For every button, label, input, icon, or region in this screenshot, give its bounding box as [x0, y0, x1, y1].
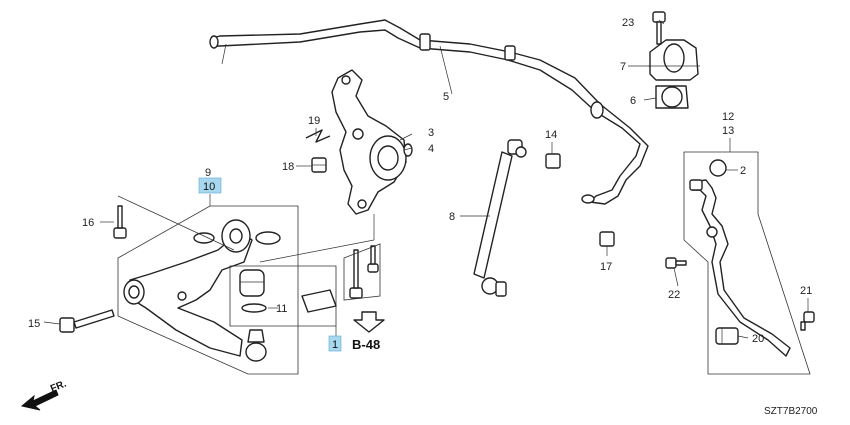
front-arrow-icon: [20, 389, 59, 411]
callout-23: 23: [622, 17, 634, 29]
stabilizer-bar: [209, 19, 649, 205]
steering-knuckle: [331, 69, 413, 215]
leader-lines: [43, 19, 809, 339]
callout-8: 8: [449, 211, 455, 223]
callout-18: 18: [282, 161, 294, 173]
callout-9: 9: [205, 167, 211, 179]
callout-22: 22: [668, 289, 680, 301]
stabilizer-bushing: [655, 85, 689, 109]
ball-joint-boot: [239, 269, 265, 297]
castle-nut: [311, 157, 327, 173]
callout-1-highlight: [328, 335, 342, 352]
ball-joint-bolt-a: [349, 249, 363, 299]
sensor-frame: [683, 151, 811, 375]
wheel-speed-sensor: [689, 179, 791, 357]
link-nut-lower: [599, 231, 615, 247]
sensor-grommet: [709, 159, 727, 177]
callout-numbers: 1 2 3 4 5 6 7 8 9 10 11 12 13 14 15 16 1…: [28, 17, 812, 351]
stabilizer-link: [473, 139, 527, 297]
cotter-pin: [305, 129, 331, 143]
callout-10-highlight: [198, 177, 222, 194]
sensor-connector: [715, 327, 739, 345]
ball-joint-label: [301, 289, 337, 313]
callout-11: 11: [276, 303, 287, 315]
holder-bolt: [652, 11, 666, 45]
callout-7: 7: [620, 61, 626, 73]
callout-12: 12: [722, 111, 734, 123]
bracket-bolt: [665, 257, 687, 269]
bolt-frame: [343, 243, 381, 301]
callout-19: 19: [308, 115, 320, 127]
ball-joint-bolt-b: [367, 245, 379, 273]
callout-15: 15: [28, 318, 40, 330]
callout-20: 20: [752, 333, 764, 345]
direction-label: FR.: [49, 378, 68, 394]
callout-17: 17: [600, 261, 612, 273]
snap-ring: [241, 303, 267, 313]
sensor-bolt: [800, 311, 815, 331]
front-direction-indicator: FR.: [20, 378, 68, 411]
arm-rear-bolt: [113, 205, 127, 239]
stabilizer-holder: [648, 39, 700, 81]
callout-3: 3: [428, 127, 434, 139]
callout-16: 16: [82, 217, 94, 229]
arm-front-bolt: [59, 309, 115, 333]
callout-2: 2: [740, 165, 746, 177]
callout-13: 13: [722, 125, 734, 137]
callout-21: 21: [800, 285, 812, 297]
callout-4: 4: [428, 143, 434, 155]
callout-6: 6: [630, 95, 636, 107]
callout-5: 5: [443, 91, 449, 103]
callout-10: 10: [203, 181, 215, 193]
lower-arm: [123, 219, 281, 362]
diagram-code: SZT7B2700: [764, 406, 818, 417]
reference-label: B-48: [352, 337, 380, 352]
callout-14: 14: [545, 129, 557, 141]
link-nut-upper: [545, 153, 561, 169]
callout-1: 1: [332, 339, 338, 351]
ref-arrow: [353, 311, 385, 333]
